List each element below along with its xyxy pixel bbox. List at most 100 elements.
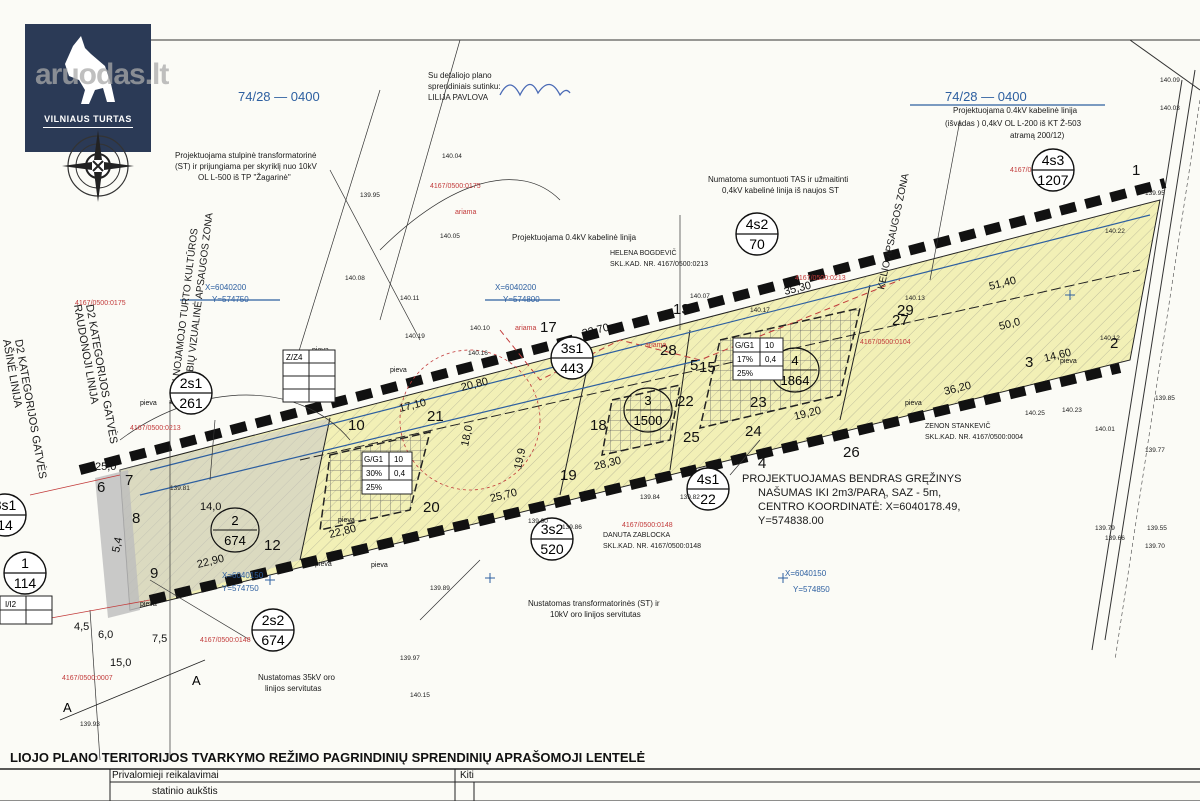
description-table: LIOJO PLANO TERITORIJOS TVARKYMO REŽIMO …: [0, 748, 1200, 801]
cable-right-3: atramą 200/12): [1010, 131, 1065, 140]
tas-line2: 0,4kV kabelinė linija iš naujos ST: [722, 186, 839, 195]
elevation-label: 139.81: [170, 485, 190, 492]
dimension-label: 4,5: [74, 621, 89, 633]
point-number: 6: [97, 479, 105, 496]
well-line2: NAŠUMAS IKI 2m3/PARĄ, SAZ - 5m,: [758, 486, 941, 499]
elevation-label: 139.95: [1145, 190, 1165, 197]
point-number: 25: [683, 429, 700, 446]
transformer-servitude-2: 10kV oro linijos servitutas: [550, 610, 641, 619]
coord-x: X=6040200: [495, 283, 537, 292]
circle-top: 3s1: [0, 497, 16, 513]
mt1-b: 10: [765, 341, 774, 350]
tas-line1: Numatoma sumontuoti TAS ir užmaitinti: [708, 175, 848, 184]
dimension-label: 15,0: [110, 657, 131, 669]
cable-label: Projektuojama 0.4kV kabelinė linija: [512, 233, 637, 242]
cadastral-label: 4167/0500:0175: [430, 183, 481, 190]
arable-label: ariama: [515, 325, 537, 332]
mini-table-2: G/G1 10 30% 0,4 25%: [361, 451, 413, 495]
coord-x: X=6040200: [205, 283, 247, 292]
street-strip: [95, 470, 140, 618]
point-number: 23: [750, 394, 767, 411]
section-markers: A A: [59, 659, 206, 721]
road-zone-line: [499, 279, 901, 381]
mt2-e: 25%: [366, 483, 382, 492]
plot-number: 2: [231, 513, 238, 528]
elevations: 140.04140.05139.95140.08140.10140.11140.…: [80, 77, 1180, 728]
circle-labels: 3s14434s2704s312072s12613s25204s1222s267…: [0, 148, 1075, 652]
d2-street-2a: D2 KATEGORIJOS GATVĖS: [12, 338, 49, 480]
dimension-label: 25,0: [95, 461, 116, 473]
road-right: [1091, 69, 1200, 661]
logo-rule: [43, 127, 133, 128]
table-title: LIOJO PLANO TERITORIJOS TVARKYMO REŽIMO …: [10, 750, 646, 765]
signature: [499, 83, 571, 97]
circle-top: 2s2: [262, 612, 285, 628]
line35-2: linijos servitutas: [265, 684, 321, 693]
point-number: 21: [427, 408, 444, 425]
transformer-title-1: Projektuojama stulpinė transformatorinė: [175, 151, 317, 160]
approval-name: LILIJA PAVLOVA: [428, 93, 489, 102]
elevation-label: 140.07: [690, 293, 710, 300]
mt1-a: G/G1: [735, 341, 755, 350]
elevation-label: 140.08: [345, 275, 365, 282]
cable-right-2: (išvadas ) 0,4kV OL L-200 iš KT Ž-503: [945, 119, 1082, 128]
zone-code-2: I/I2: [5, 600, 17, 609]
circle-bottom: 261: [179, 395, 203, 411]
point-number: 1: [1132, 162, 1140, 179]
leader-lines: [89, 39, 961, 761]
point-number: 15: [699, 359, 716, 376]
point-number: 2: [1110, 335, 1118, 352]
section-a-right: A: [192, 673, 201, 688]
point-number: 17: [540, 319, 557, 336]
elevation-label: 140.09: [1160, 77, 1180, 84]
circle-bottom: 674: [261, 632, 285, 648]
circle-top: 1: [21, 555, 29, 571]
elevation-label: 140.05: [440, 233, 460, 240]
meadow-label: pievа: [140, 400, 157, 407]
circle-top: 3s2: [541, 521, 564, 537]
wolf-icon: [65, 36, 115, 104]
circle-label: 3s114: [0, 493, 27, 537]
blue-lines: [139, 104, 1151, 496]
approval-line2: sprendiniais sutinku:: [428, 82, 500, 91]
transformer-title-2: (ST) ir prijungiama per skyriklį nuo 10k…: [175, 162, 317, 171]
elevation-label: 140.23: [1062, 407, 1082, 414]
owner-kad-2: SKL.KAD. NR. 4167/0500:0004: [925, 434, 1023, 441]
point-number: 9: [150, 565, 158, 582]
well-line3: CENTRO KOORDINATĖ: X=6040178.49,: [758, 500, 960, 513]
coord-header-left: 74/28 — 0400: [238, 89, 320, 104]
dimension-label: 19,9: [512, 447, 528, 470]
owner-name-2: ZENON STANKEVIČ: [925, 421, 991, 430]
subdivision-lines: [299, 269, 1141, 561]
elevation-label: 140.03: [1160, 105, 1180, 112]
dimension-label: 18,0: [459, 424, 475, 447]
coord-y: Y=574850: [793, 585, 830, 594]
circle-top: 2s1: [180, 375, 203, 391]
red-lines: [29, 349, 541, 621]
elevation-label: 140.19: [405, 333, 425, 340]
point-number: 28: [660, 342, 677, 359]
coord-x: X=6040150: [222, 571, 264, 580]
elevation-label: 140.10: [470, 325, 490, 332]
brand-name: VILNIAUS TURTAS: [44, 114, 132, 124]
well-line4: Y=574838.00: [758, 515, 824, 527]
table-col-height: statinio aukštis: [152, 786, 218, 797]
mini-table-1: G/G1 10 17% 0,4 25%: [732, 337, 784, 381]
line35-1: Nustatomas 35kV oro: [258, 673, 335, 682]
circle-bottom: 1207: [1037, 172, 1068, 188]
elevation-label: 139.70: [1145, 543, 1165, 550]
zone-table-2: I/I2: [0, 595, 53, 625]
circle-bottom: 114: [14, 575, 37, 591]
meadow-label: pievа: [338, 517, 355, 524]
elevation-label: 139.55: [1147, 525, 1167, 532]
circle-top: 4s1: [697, 471, 720, 487]
point-number: 8: [132, 510, 140, 527]
meadow-label: pievа: [140, 601, 157, 608]
